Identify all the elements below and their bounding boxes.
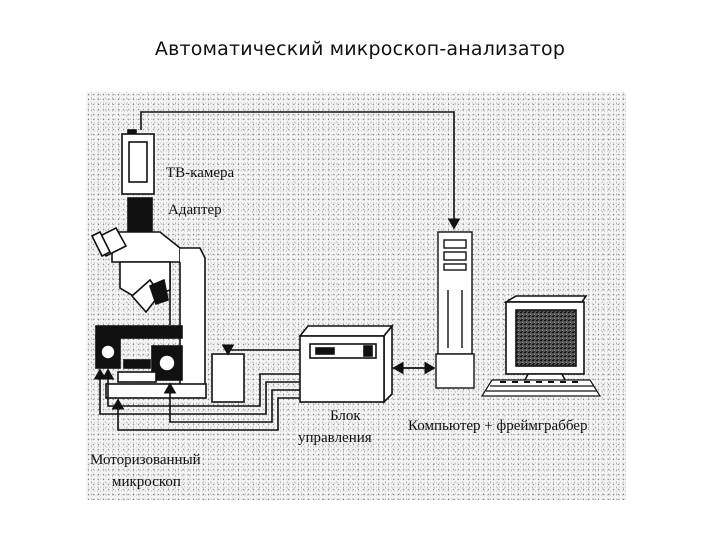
label-control-unit-line1: Блок	[330, 408, 361, 424]
computer-monitor	[503, 295, 588, 383]
adapter	[127, 197, 153, 233]
motor-driver-box	[211, 353, 245, 403]
motorized-microscope	[90, 129, 207, 399]
label-control-unit-line2: управления	[298, 430, 372, 446]
computer-keyboard	[480, 379, 602, 397]
label-adapter: Адаптер	[168, 202, 222, 218]
connection-lines	[93, 111, 461, 431]
slide-title: Автоматический микроскоп-анализатор	[154, 38, 566, 60]
label-computer: Компьютер + фреймграббер	[408, 418, 587, 434]
label-microscope-line1: Моторизованный	[90, 452, 201, 468]
label-microscope-line2: микроскоп	[112, 474, 181, 490]
tv-camera	[121, 129, 155, 195]
computer-tower	[435, 231, 475, 389]
label-tv-camera: ТВ-камера	[166, 165, 235, 181]
control-unit	[298, 323, 394, 404]
